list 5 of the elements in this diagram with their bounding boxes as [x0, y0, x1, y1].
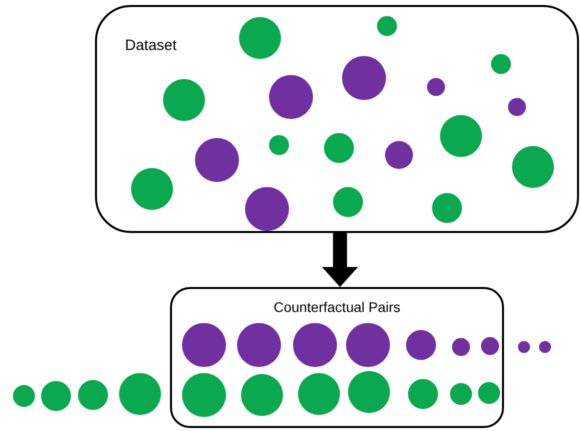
arrow [322, 233, 358, 287]
rounded-box [170, 287, 504, 428]
dataset-title: Dataset [125, 37, 177, 54]
group-title: Counterfactual Pairs [272, 299, 402, 315]
rounded-box [95, 5, 579, 233]
